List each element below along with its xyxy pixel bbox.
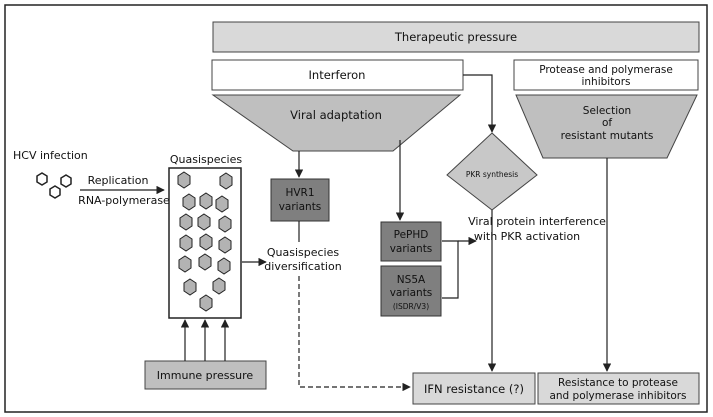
ns5a-label-3: (ISDR/V3) [393,302,429,311]
diversification-label-1: Quasispecies [267,246,340,259]
viral-adaptation-label: Viral adaptation [290,108,382,122]
ns5a-label-2: variants [390,287,433,299]
ns5a-variants-box [380,265,442,317]
protease-inhibitors-box [513,59,699,91]
viral-adaptation-funnel [211,94,462,152]
interference-label-1: Viral protein interference [468,215,606,228]
hvr1-label-2: variants [279,201,322,213]
interferon-label: Interferon [309,68,366,82]
pkr-synthesis-label: PKR synthesis [466,170,518,179]
variants-bracket-line [442,240,459,299]
therapeutic-pressure-label: Therapeutic pressure [394,30,517,44]
pephd-variants-box [380,221,442,262]
quasispecies-particles-icon [177,171,233,312]
pephd-label-2: variants [390,243,433,255]
protease-inhibitors-label-2: inhibitors [581,76,630,88]
quasispecies-label: Quasispecies [170,153,243,166]
interference-label-2: with PKR activation [474,230,580,243]
immune-pressure-label: Immune pressure [157,369,254,382]
rna-polymerase-label: RNA-polymerase [78,194,170,207]
resistance-protease-label-1: Resistance to protease [558,377,678,389]
hvr1-variants-box [270,178,330,222]
hvr1-label-1: HVR1 [285,187,314,199]
virus-particles-icon [36,172,72,199]
interferon-to-pkr-arrow [463,74,497,133]
therapeutic-pressure-box [212,21,700,53]
selection-mutants-funnel [515,94,698,159]
resistance-protease-box [537,372,700,405]
diversification-label-2: diversification [264,260,341,273]
protease-inhibitors-label-1: Protease and polymerase [539,64,673,76]
ifn-resistance-label: IFN resistance (?) [424,382,524,396]
selection-label-3: resistant mutants [561,130,654,142]
selection-label-1: Selection [583,105,631,117]
replication-label: Replication [88,174,149,187]
interferon-box [211,59,464,91]
ifn-resistance-box [412,372,536,405]
pephd-label-1: PePHD [394,229,429,241]
selection-label-2: of [602,117,612,129]
hcv-infection-label: HCV infection [13,149,88,162]
immune-pressure-box [144,360,267,390]
resistance-protease-label-2: and polymerase inhibitors [549,390,686,402]
ns5a-label-1: NS5A [397,274,426,286]
diversification-to-ifn-dashed-arrow [298,276,411,392]
